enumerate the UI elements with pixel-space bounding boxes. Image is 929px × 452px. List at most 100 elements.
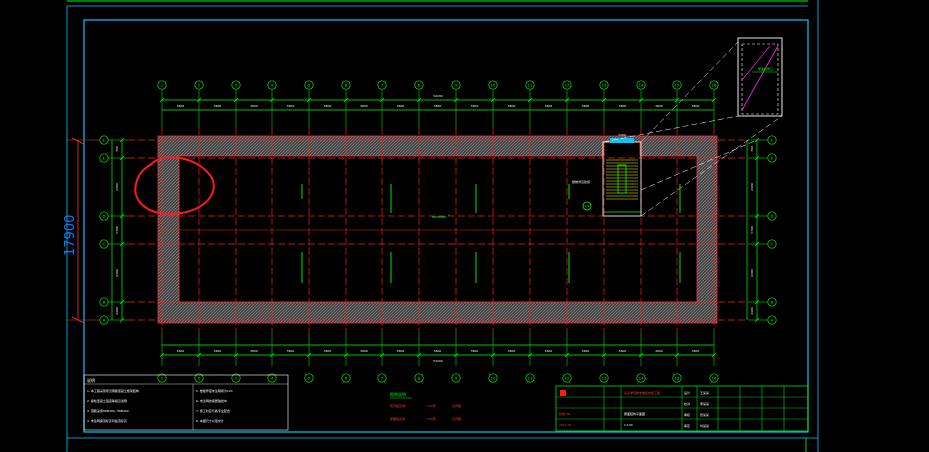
axis-bottom-3-circle [231,373,241,383]
dim-top-8: 3600 [434,104,442,108]
markup-circle[interactable] [134,156,215,216]
axis-bottom-14-label: 14 [639,375,644,380]
dim-top-14: 3600 [655,104,663,108]
dim-bottom-13: 3600 [619,349,627,353]
stair-detail-marker[interactable] [582,201,592,211]
axis-top-5-label: 5 [308,82,311,87]
axis-left-2-circle [99,153,109,163]
axis-top-16-label: 16 [712,82,717,87]
note-line-5: 5. 楼板厚度未注明者为120 [196,388,233,393]
axis-bottom-16-circle [709,373,719,383]
axis-top-14-label: 14 [639,82,644,87]
dim-bottom-11: 3600 [545,349,553,353]
note-line-7: 7. 施工时应与各专业配合 [196,408,230,413]
dim-bottom-12: 3600 [582,349,590,353]
overall-dimension: 17900 [63,137,100,324]
dim-top-4: 3600 [287,104,295,108]
axis-left-6-label: A [103,317,106,322]
legend-title: 图例说明 [390,391,406,397]
dim-bottom-14: 3600 [655,349,663,353]
stair-note: 楼梯详见建施 [572,179,590,184]
axis-left-3-circle [99,211,109,221]
axis-top-11-label: 11 [528,82,533,87]
beam-lines[interactable] [128,128,748,332]
legend-row-2-c: 见详图 [452,416,461,421]
dim-top-6: 3600 [360,104,368,108]
axis-left-3-label: D [103,213,106,218]
axis-right-1-label: F [771,137,773,142]
axis-bottom-10-circle [488,373,498,383]
axis-top-15-circle [672,80,682,90]
axis-top-10-circle [488,80,498,90]
axis-left-2-label: E [103,155,106,160]
axis-bottom-15-circle [672,373,682,383]
title-date: 2019.05 [559,423,571,427]
axis-bottom-5-circle [304,373,314,383]
axis-top-5-circle [304,80,314,90]
axis-bottom-16-label: 16 [712,375,717,380]
title-sheet-no: 结施-08 [559,411,570,416]
dim-right-3: 5700 [750,226,754,234]
top-total-dimension: 52200 [433,94,443,98]
axis-top-2-circle [194,80,204,90]
axis-bottom-1-circle [157,373,167,383]
axis-top-7-label: 7 [381,82,384,87]
dim-top-11: 3600 [545,104,553,108]
dim-top-5: 3600 [324,104,332,108]
stair-detail-label: 1/1 [585,204,590,208]
title-block[interactable]: 某某学院教学楼结构施工图 屋面结构平面图 1:100 结施-08 2019.05… [555,385,809,432]
axis-left-1-circle [99,135,109,145]
axis-bottom-10-label: 10 [491,375,496,380]
note-line-4: 4. 未注明梁顶标高同板顶标高 [87,418,127,423]
axis-bottom-6-circle [341,373,351,383]
dim-bottom-7: 3600 [397,349,405,353]
dim-bottom-2: 3600 [214,349,222,353]
axis-bubbles: 1122334455667788991010111112121313141415… [99,80,777,383]
dim-top-7: 3600 [397,104,405,108]
overall-height-label: 17900 [63,215,78,256]
axis-bottom-7-circle [377,373,387,383]
dim-bottom-1: 3600 [177,349,185,353]
axis-top-14-circle [636,80,646,90]
axis-bottom-11-label: 11 [528,375,533,380]
detail-callout[interactable]: 屋面检修口 [602,37,783,217]
note-line-2: 2. 梁柱混凝土强度等级见说明 [87,398,127,403]
axis-bottom-12-circle [562,373,572,383]
axis-bottom-2-circle [194,373,204,383]
dim-top-2: 3600 [214,104,222,108]
dimension-chains: 52200 52200 3600360036003600360036003600… [111,94,760,363]
axis-bottom-15-label: 15 [675,375,680,380]
axis-bottom-8-label: 8 [418,375,421,380]
notes-heading: 说明 [87,377,95,383]
dim-left-3: 5700 [115,226,119,234]
title-name-2: 李某某 [700,401,709,406]
axis-bottom-8-circle [414,373,424,383]
axis-top-4-label: 4 [271,82,274,87]
axis-top-13-label: 13 [602,82,607,87]
title-name-1: 王某某 [700,390,709,395]
axis-top-8-label: 8 [418,82,421,87]
axis-top-3-label: 3 [235,82,238,87]
title-scale: 1:100 [624,423,633,427]
axis-top-15-label: 15 [675,82,680,87]
dim-top-13: 3600 [619,104,627,108]
axis-bottom-7-label: 7 [381,375,384,380]
dim-bottom-10: 3600 [508,349,516,353]
axis-right-2-label: E [771,155,774,160]
note-line-3: 3. 钢筋采用HPB300, HRB400 [87,408,129,413]
dim-right-5: 2400 [750,307,754,315]
dim-top-3: 3600 [250,104,258,108]
axis-top-7-circle [377,80,387,90]
axis-right-5-label: B [771,299,774,304]
axis-top-1-label: 1 [161,82,164,87]
axis-left-4-label: C [103,241,106,246]
building-outline[interactable] [157,135,718,324]
axis-top-13-circle [599,80,609,90]
stair-core[interactable]: 1200 1/1 楼梯详见建施 [572,133,642,217]
note-line-6: 6. 未注明的梁居轴线中 [196,398,227,403]
axis-top-8-circle [414,80,424,90]
axis-top-10-label: 10 [491,82,496,87]
axis-bottom-9-label: 9 [455,375,458,380]
axis-bottom-1-label: 1 [161,375,164,380]
